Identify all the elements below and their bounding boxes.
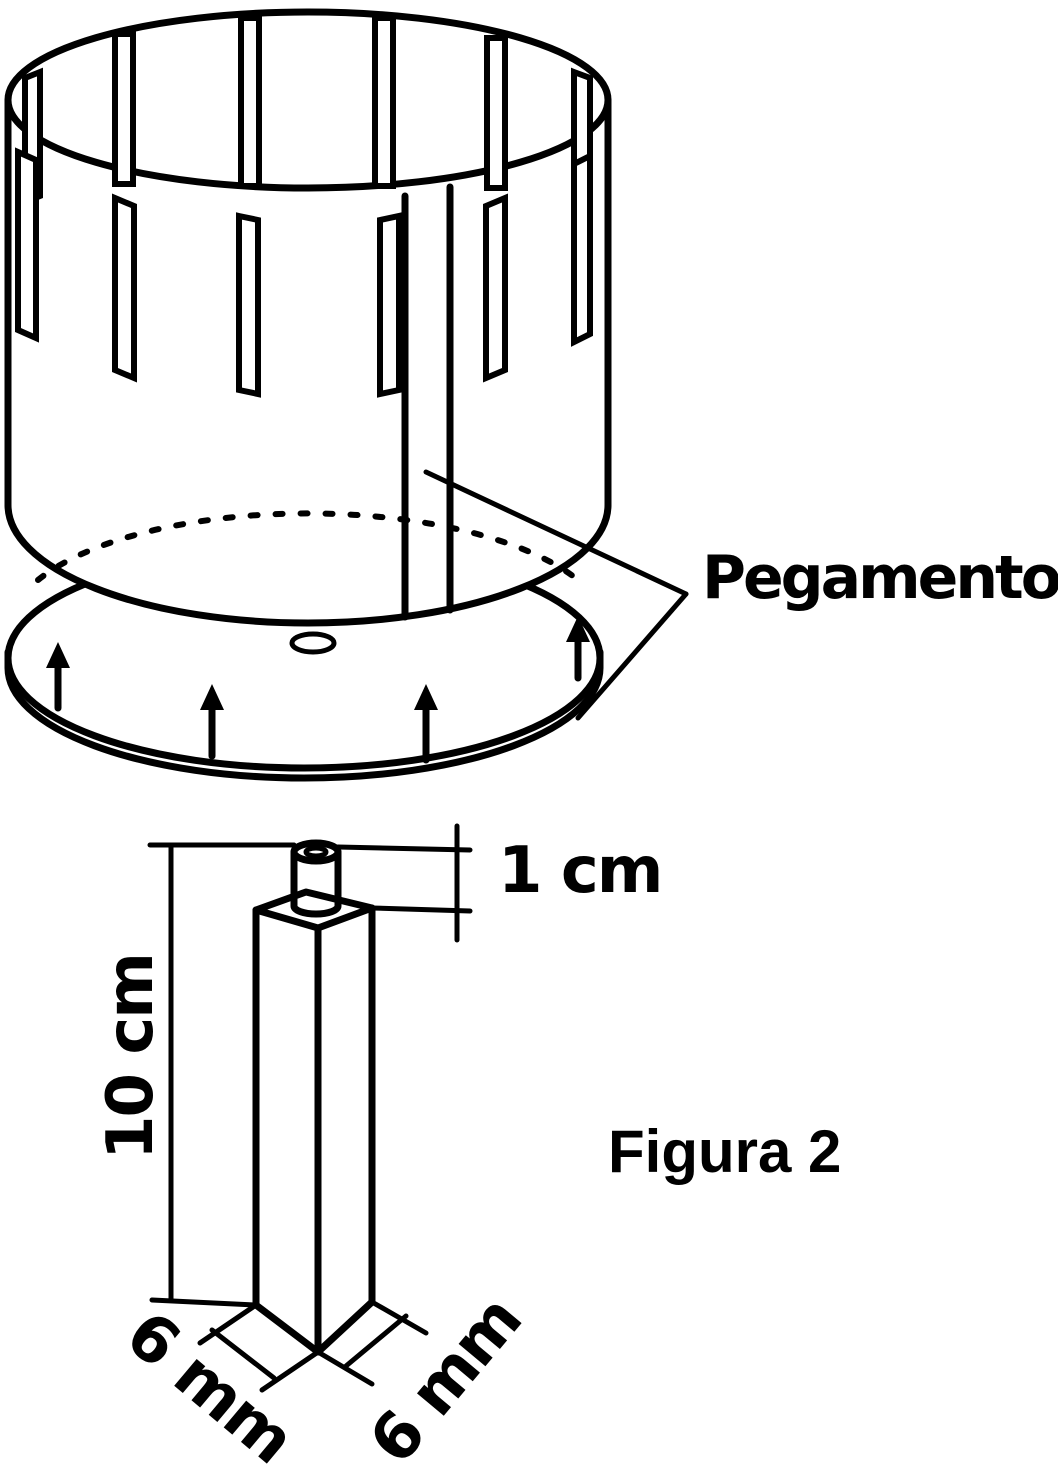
pin-height-label: 1 cm <box>498 834 661 908</box>
figure-caption: Figura 2 <box>608 1118 841 1185</box>
pin <box>290 839 342 918</box>
up-arrow-icon <box>566 616 590 682</box>
up-arrow-icon <box>414 684 438 764</box>
up-arrow-icon <box>46 642 70 712</box>
up-arrow-icon <box>200 684 224 760</box>
glue-leaders <box>423 469 689 721</box>
center-hole <box>289 631 337 655</box>
glue-label: Pegamento <box>702 543 1058 613</box>
hidden-bottom-edge <box>35 510 581 583</box>
width-right-label: 6 mm <box>356 1283 536 1474</box>
front-slots <box>15 147 593 398</box>
total-height-label: 10 cm <box>94 954 168 1160</box>
stand <box>252 839 376 1356</box>
cylinder-drum <box>4 8 612 627</box>
dimension-lines <box>147 823 473 1393</box>
arrows <box>46 616 590 764</box>
